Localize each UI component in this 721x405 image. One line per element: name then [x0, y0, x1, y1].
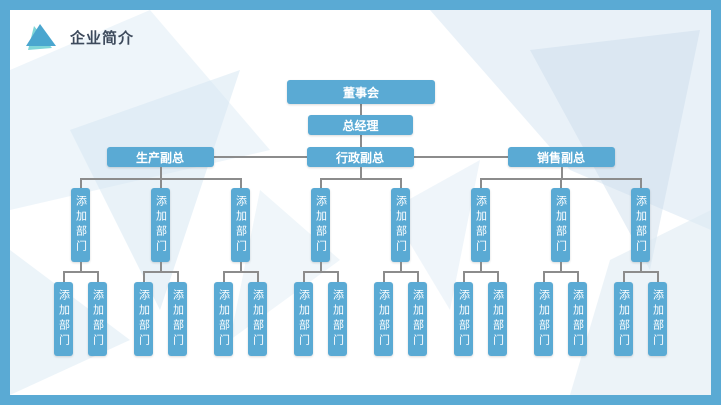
department-box[interactable]: 添加部门: [231, 188, 250, 262]
connector-line: [383, 271, 419, 273]
connector-line: [640, 262, 642, 272]
department-box[interactable]: 添加部门: [551, 188, 570, 262]
connector-line: [303, 271, 305, 282]
connector-line: [177, 271, 179, 282]
connector-line: [63, 271, 99, 273]
triangle-logo-icon: [26, 24, 56, 50]
connector-line: [400, 262, 402, 272]
connector-line: [320, 178, 322, 188]
connector-line: [214, 156, 308, 158]
connector-line: [143, 271, 179, 273]
connector-line: [257, 271, 259, 282]
sub-department-box[interactable]: 添加部门: [568, 282, 587, 356]
connector-line: [240, 178, 242, 188]
connector-line: [480, 178, 482, 188]
sub-department-box[interactable]: 添加部门: [454, 282, 473, 356]
sub-department-box[interactable]: 添加部门: [214, 282, 233, 356]
slide: 企业简介 董事会总经理生产副总添加部门添加部门添加部门添加部门添加部门添加部门添…: [10, 10, 711, 395]
connector-line: [240, 262, 242, 272]
sub-department-box[interactable]: 添加部门: [648, 282, 667, 356]
connector-line: [360, 167, 362, 178]
sub-department-box[interactable]: 添加部门: [168, 282, 187, 356]
page-title: 企业简介: [70, 29, 135, 47]
connector-line: [303, 271, 339, 273]
connector-line: [640, 178, 642, 188]
department-box[interactable]: 添加部门: [71, 188, 90, 262]
connector-line: [417, 271, 419, 282]
connector-line: [577, 271, 579, 282]
connector-line: [80, 262, 82, 272]
connector-line: [623, 271, 659, 273]
connector-line: [320, 262, 322, 272]
vp-box[interactable]: 销售副总: [507, 147, 615, 167]
vp-box[interactable]: 生产副总: [106, 147, 214, 167]
vp-box[interactable]: 行政副总: [306, 147, 414, 167]
department-box[interactable]: 添加部门: [391, 188, 410, 262]
connector-line: [400, 178, 402, 188]
connector-line: [160, 178, 162, 188]
sub-department-box[interactable]: 添加部门: [54, 282, 73, 356]
board-box[interactable]: 董事会: [287, 80, 435, 104]
department-box[interactable]: 添加部门: [471, 188, 490, 262]
connector-line: [657, 271, 659, 282]
department-box[interactable]: 添加部门: [631, 188, 650, 262]
connector-line: [160, 167, 162, 178]
general-manager-box[interactable]: 总经理: [308, 115, 413, 135]
sub-department-box[interactable]: 添加部门: [294, 282, 313, 356]
connector-line: [463, 271, 465, 282]
sub-department-box[interactable]: 添加部门: [488, 282, 507, 356]
sub-department-box[interactable]: 添加部门: [248, 282, 267, 356]
sub-department-box[interactable]: 添加部门: [328, 282, 347, 356]
connector-line: [80, 178, 82, 188]
connector-line: [561, 167, 563, 178]
department-box[interactable]: 添加部门: [311, 188, 330, 262]
connector-line: [463, 271, 499, 273]
connector-line: [223, 271, 259, 273]
connector-line: [413, 156, 508, 158]
connector-line: [97, 271, 99, 282]
connector-line: [320, 178, 402, 180]
connector-line: [160, 262, 162, 272]
sub-department-box[interactable]: 添加部门: [614, 282, 633, 356]
connector-line: [560, 178, 562, 188]
connector-line: [223, 271, 225, 282]
sub-department-box[interactable]: 添加部门: [134, 282, 153, 356]
connector-line: [383, 271, 385, 282]
department-box[interactable]: 添加部门: [151, 188, 170, 262]
connector-line: [497, 271, 499, 282]
connector-line: [360, 104, 362, 115]
connector-line: [63, 271, 65, 282]
sub-department-box[interactable]: 添加部门: [88, 282, 107, 356]
connector-line: [360, 135, 362, 147]
connector-line: [543, 271, 545, 282]
connector-line: [480, 262, 482, 272]
connector-line: [337, 271, 339, 282]
background-polygons: [10, 10, 711, 395]
connector-line: [543, 271, 579, 273]
connector-line: [623, 271, 625, 282]
sub-department-box[interactable]: 添加部门: [534, 282, 553, 356]
connector-line: [560, 262, 562, 272]
connector-line: [143, 271, 145, 282]
sub-department-box[interactable]: 添加部门: [374, 282, 393, 356]
sub-department-box[interactable]: 添加部门: [408, 282, 427, 356]
